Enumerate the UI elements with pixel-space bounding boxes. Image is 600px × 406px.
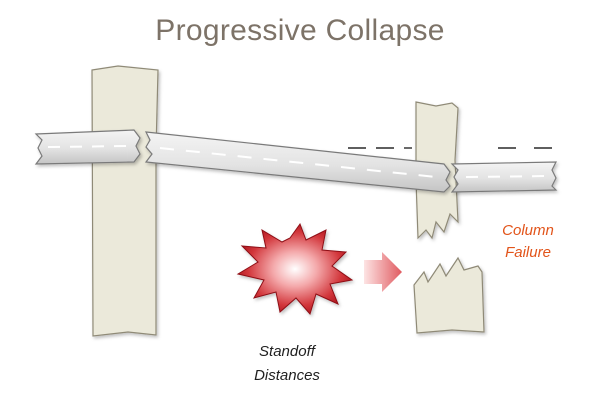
beam-left-centerline — [47, 145, 129, 148]
column-failure-label: Column Failure — [478, 220, 578, 264]
standoff-distances-label: Standoff Distances — [232, 340, 342, 388]
standoff-line-1: Standoff — [259, 343, 315, 360]
beam-right-stub — [450, 161, 558, 193]
standoff-line-2: Distances — [254, 367, 320, 384]
column-failure-line-2: Failure — [505, 244, 551, 261]
arrow-right-icon — [364, 252, 402, 292]
diagram-title: Progressive Collapse — [155, 14, 445, 47]
right-column-lower-fragment — [413, 256, 485, 334]
explosion-icon — [236, 222, 354, 316]
beam-sagging-centerline — [159, 147, 437, 178]
left-column — [91, 65, 159, 337]
beam-right-centerline — [465, 175, 549, 178]
beam-left-stub — [34, 129, 141, 165]
column-failure-line-1: Column — [502, 222, 554, 239]
